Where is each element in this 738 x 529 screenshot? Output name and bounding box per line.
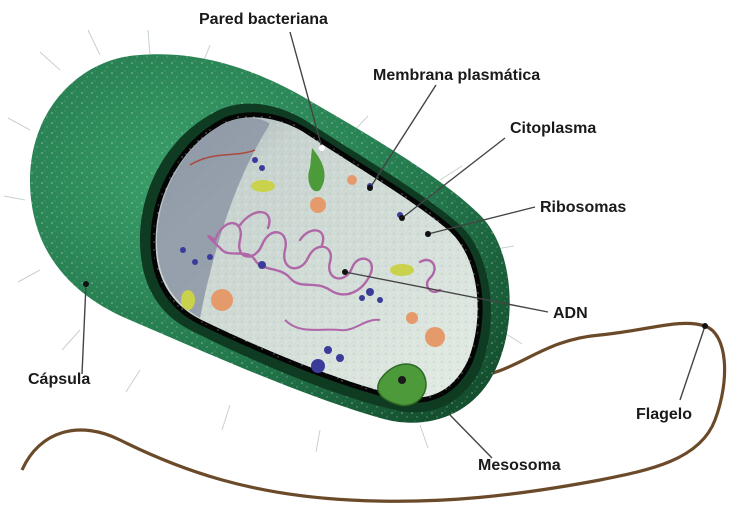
label-mesosoma: Mesosoma bbox=[478, 457, 561, 474]
label-capsula: Cápsula bbox=[28, 371, 90, 388]
label-adn: ADN bbox=[553, 305, 588, 322]
label-flagelo: Flagelo bbox=[636, 406, 692, 423]
label-pared-bacteriana: Pared bacteriana bbox=[199, 11, 328, 28]
label-membrana-plasmatica: Membrana plasmática bbox=[373, 67, 540, 84]
label-ribosomas: Ribosomas bbox=[540, 199, 626, 216]
label-citoplasma: Citoplasma bbox=[510, 120, 596, 137]
